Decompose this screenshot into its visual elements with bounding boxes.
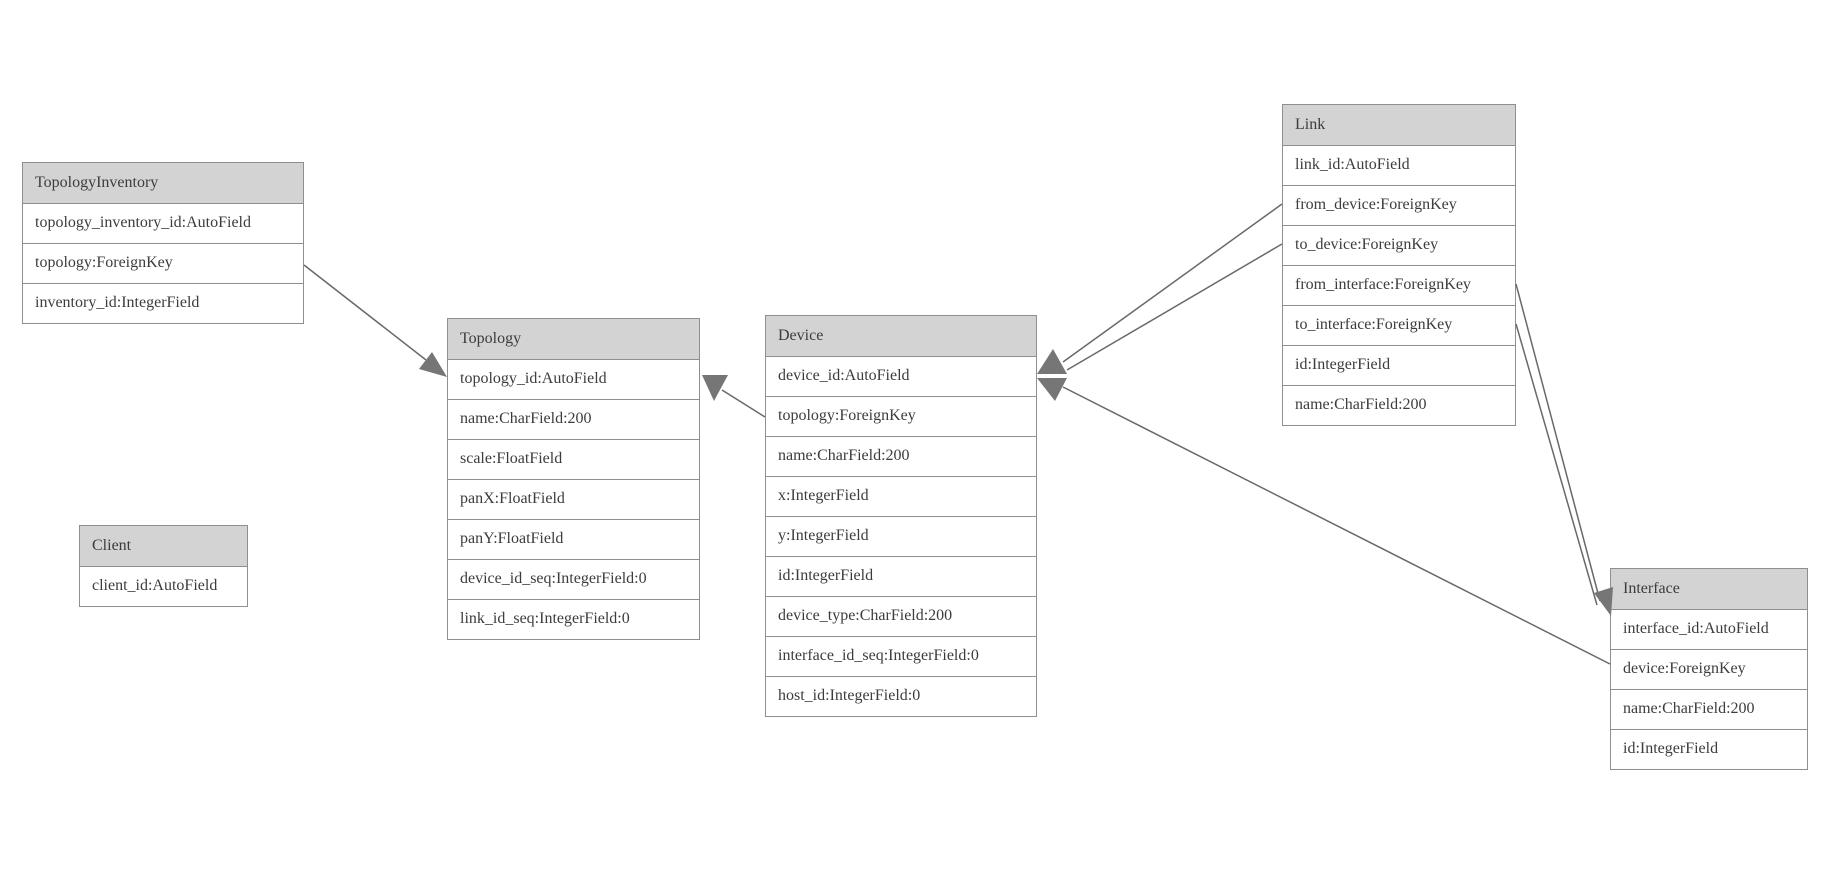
field-row: link_id_seq:IntegerField:0 <box>448 599 699 639</box>
entity-title: Client <box>80 526 247 566</box>
field-row: topology_id:AutoField <box>448 359 699 399</box>
arrowhead-device-topology <box>702 375 728 401</box>
field-row: scale:FloatField <box>448 439 699 479</box>
field-row: name:CharField:200 <box>448 399 699 439</box>
field-row: name:CharField:200 <box>1283 385 1515 425</box>
field-row: id:IntegerField <box>1611 729 1807 769</box>
entity-title: TopologyInventory <box>23 163 303 203</box>
entity-title: Topology <box>448 319 699 359</box>
relation-line-interface-device <box>1062 386 1611 665</box>
field-row: to_interface:ForeignKey <box>1283 305 1515 345</box>
arrowhead-device-arrowhead-bottom <box>1037 378 1067 401</box>
entity-title: Interface <box>1611 569 1807 609</box>
field-row: inventory_id:IntegerField <box>23 283 303 323</box>
arrowhead-topologyinventory-topology <box>419 352 447 377</box>
field-row: name:CharField:200 <box>766 436 1036 476</box>
entity-title: Link <box>1283 105 1515 145</box>
field-row: interface_id:AutoField <box>1611 609 1807 649</box>
field-row: y:IntegerField <box>766 516 1036 556</box>
field-row: name:CharField:200 <box>1611 689 1807 729</box>
field-row: id:IntegerField <box>1283 345 1515 385</box>
field-row: from_device:ForeignKey <box>1283 185 1515 225</box>
field-row: topology:ForeignKey <box>766 396 1036 436</box>
field-row: id:IntegerField <box>766 556 1036 596</box>
field-row: topology_inventory_id:AutoField <box>23 203 303 243</box>
field-row: panY:FloatField <box>448 519 699 559</box>
field-row: from_interface:ForeignKey <box>1283 265 1515 305</box>
relation-line-link-to-interface <box>1515 323 1598 606</box>
relation-line-link-from-interface <box>1515 283 1601 602</box>
field-row: device_id_seq:IntegerField:0 <box>448 559 699 599</box>
field-row: host_id:IntegerField:0 <box>766 676 1036 716</box>
field-row: topology:ForeignKey <box>23 243 303 283</box>
relation-line-link-from-device <box>1062 203 1283 363</box>
relation-line-link-to-device <box>1066 243 1283 371</box>
arrowhead-device-arrowhead-top <box>1037 349 1067 374</box>
field-row: interface_id_seq:IntegerField:0 <box>766 636 1036 676</box>
field-row: link_id:AutoField <box>1283 145 1515 185</box>
relation-line-topologyinventory-topology <box>303 264 427 361</box>
field-row: to_device:ForeignKey <box>1283 225 1515 265</box>
field-row: x:IntegerField <box>766 476 1036 516</box>
field-row: client_id:AutoField <box>80 566 247 606</box>
entity-title: Device <box>766 316 1036 356</box>
field-row: device_type:CharField:200 <box>766 596 1036 636</box>
field-row: panX:FloatField <box>448 479 699 519</box>
field-row: device_id:AutoField <box>766 356 1036 396</box>
relation-line-device-topology <box>721 389 766 418</box>
field-row: device:ForeignKey <box>1611 649 1807 689</box>
